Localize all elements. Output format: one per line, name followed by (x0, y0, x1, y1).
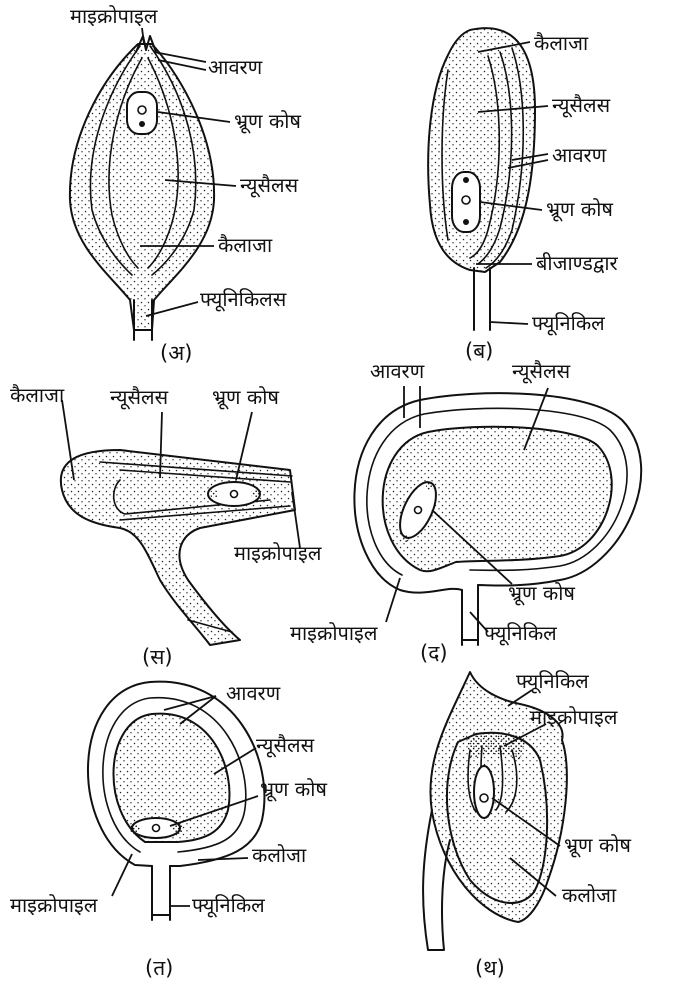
label-t-funiculus: फ्यूनिकिल (192, 893, 265, 918)
label-th-chalaza: कलोजा (562, 883, 617, 907)
caption-t: (त) (145, 956, 173, 980)
label-a-integument: आवरण (208, 55, 263, 79)
leader-t-micropyle (112, 854, 132, 896)
figure-th: फ्यूनिकिल माइक्रोपाइल भ्रूण कोष कलोजा (थ… (423, 669, 631, 980)
label-b-nucellus: न्यूसैलस (552, 93, 611, 118)
embryo-sac-a (127, 92, 157, 134)
leader-b-funiculus (490, 322, 528, 324)
label-a-funiculus: फ्यूनिकिलस (200, 287, 287, 312)
label-b-chalaza: कैलाजा (534, 31, 589, 55)
label-a-nucellus: न्यूसैलस (240, 173, 299, 198)
leader-d-integument (404, 386, 420, 428)
label-a-micropyle: माइक्रोपाइल (70, 4, 158, 28)
figure-a: माइक्रोपाइल आवरण भ्रूण कोष न्यूसैलस कैला… (70, 4, 302, 365)
label-s-chalaza: कैलाजा (10, 383, 65, 407)
ovule-a-body (70, 44, 214, 330)
label-a-embryo-sac: भ्रूण कोष (234, 109, 301, 134)
embryo-sac-b-antipodal (463, 177, 469, 183)
label-b-funiculus: फ्यूनिकिल (532, 311, 605, 336)
label-s-embryo-sac: भ्रूण कोष (212, 385, 279, 410)
label-th-micropyle: माइक्रोपाइल (530, 705, 618, 729)
label-t-micropyle: माइक्रोपाइल (10, 893, 98, 917)
label-s-nucellus: न्यूसैलस (110, 385, 169, 410)
label-th-funiculus: फ्यूनिकिल (516, 669, 589, 694)
funicle-b (474, 268, 490, 330)
label-t-embryo-sac: भ्रूण कोष (260, 777, 327, 802)
ovule-b-body (428, 28, 535, 272)
label-t-integument: आवरण (226, 681, 281, 705)
label-t-chalaza: कलोजा (252, 843, 307, 867)
leader-d-micropyle (386, 578, 400, 622)
label-b-micropyle: बीजाण्डद्वार (536, 251, 618, 275)
embryo-sac-a-antipodal (139, 121, 145, 127)
label-th-embryo-sac: भ्रूण कोष (564, 833, 631, 858)
funicle-t (152, 866, 170, 920)
leader-t-chalaza (198, 858, 248, 860)
label-d-integument: आवरण (370, 359, 425, 383)
caption-s: (स) (142, 645, 173, 669)
label-d-funiculus: फ्यूनिकिल (484, 621, 557, 646)
label-b-embryo-sac: भ्रूण कोष (546, 197, 613, 222)
label-a-chalaza: कैलाजा (218, 233, 273, 257)
figure-d: आवरण न्यूसैलस भ्रूण कोष माइक्रोपाइल फ्यू… (290, 359, 641, 665)
embryo-sac-th (474, 766, 494, 818)
label-b-integument: आवरण (552, 143, 607, 167)
embryo-sac-d-egg (402, 534, 410, 542)
label-s-micropyle: माइक्रोपाइल (234, 541, 322, 565)
figure-s: कैलाजा न्यूसैलस भ्रूण कोष माइक्रोपाइल (स… (10, 383, 322, 669)
label-t-nucellus: न्यूसैलस (256, 733, 315, 758)
embryo-sac-t-egg (130, 824, 140, 834)
caption-a: (अ) (160, 341, 192, 365)
figure-b: कैलाजा न्यूसैलस आवरण भ्रूण कोष बीजाण्डद्… (428, 28, 618, 363)
label-d-embryo-sac: भ्रूण कोष (508, 581, 575, 606)
embryo-sac-d-antipodal (426, 482, 434, 490)
embryo-sac-t-antipodal (173, 824, 183, 834)
label-d-micropyle: माइक्रोपाइल (290, 621, 378, 645)
figure-t: आवरण न्यूसैलस भ्रूण कोष कलोजा माइक्रोपाइ… (10, 681, 327, 980)
embryo-sac-s-antipodal (251, 490, 259, 498)
embryo-sac-s-egg (210, 490, 218, 498)
caption-b: (ब) (465, 339, 493, 363)
embryo-sac-b-egg (463, 219, 469, 225)
funicle-d (462, 585, 478, 645)
leader-a-micropyle (142, 28, 144, 44)
leader-s-micropyle (292, 492, 300, 548)
label-d-nucellus: न्यूसैलस (512, 359, 571, 384)
caption-d: (द) (420, 641, 448, 665)
caption-th: (थ) (475, 956, 505, 980)
